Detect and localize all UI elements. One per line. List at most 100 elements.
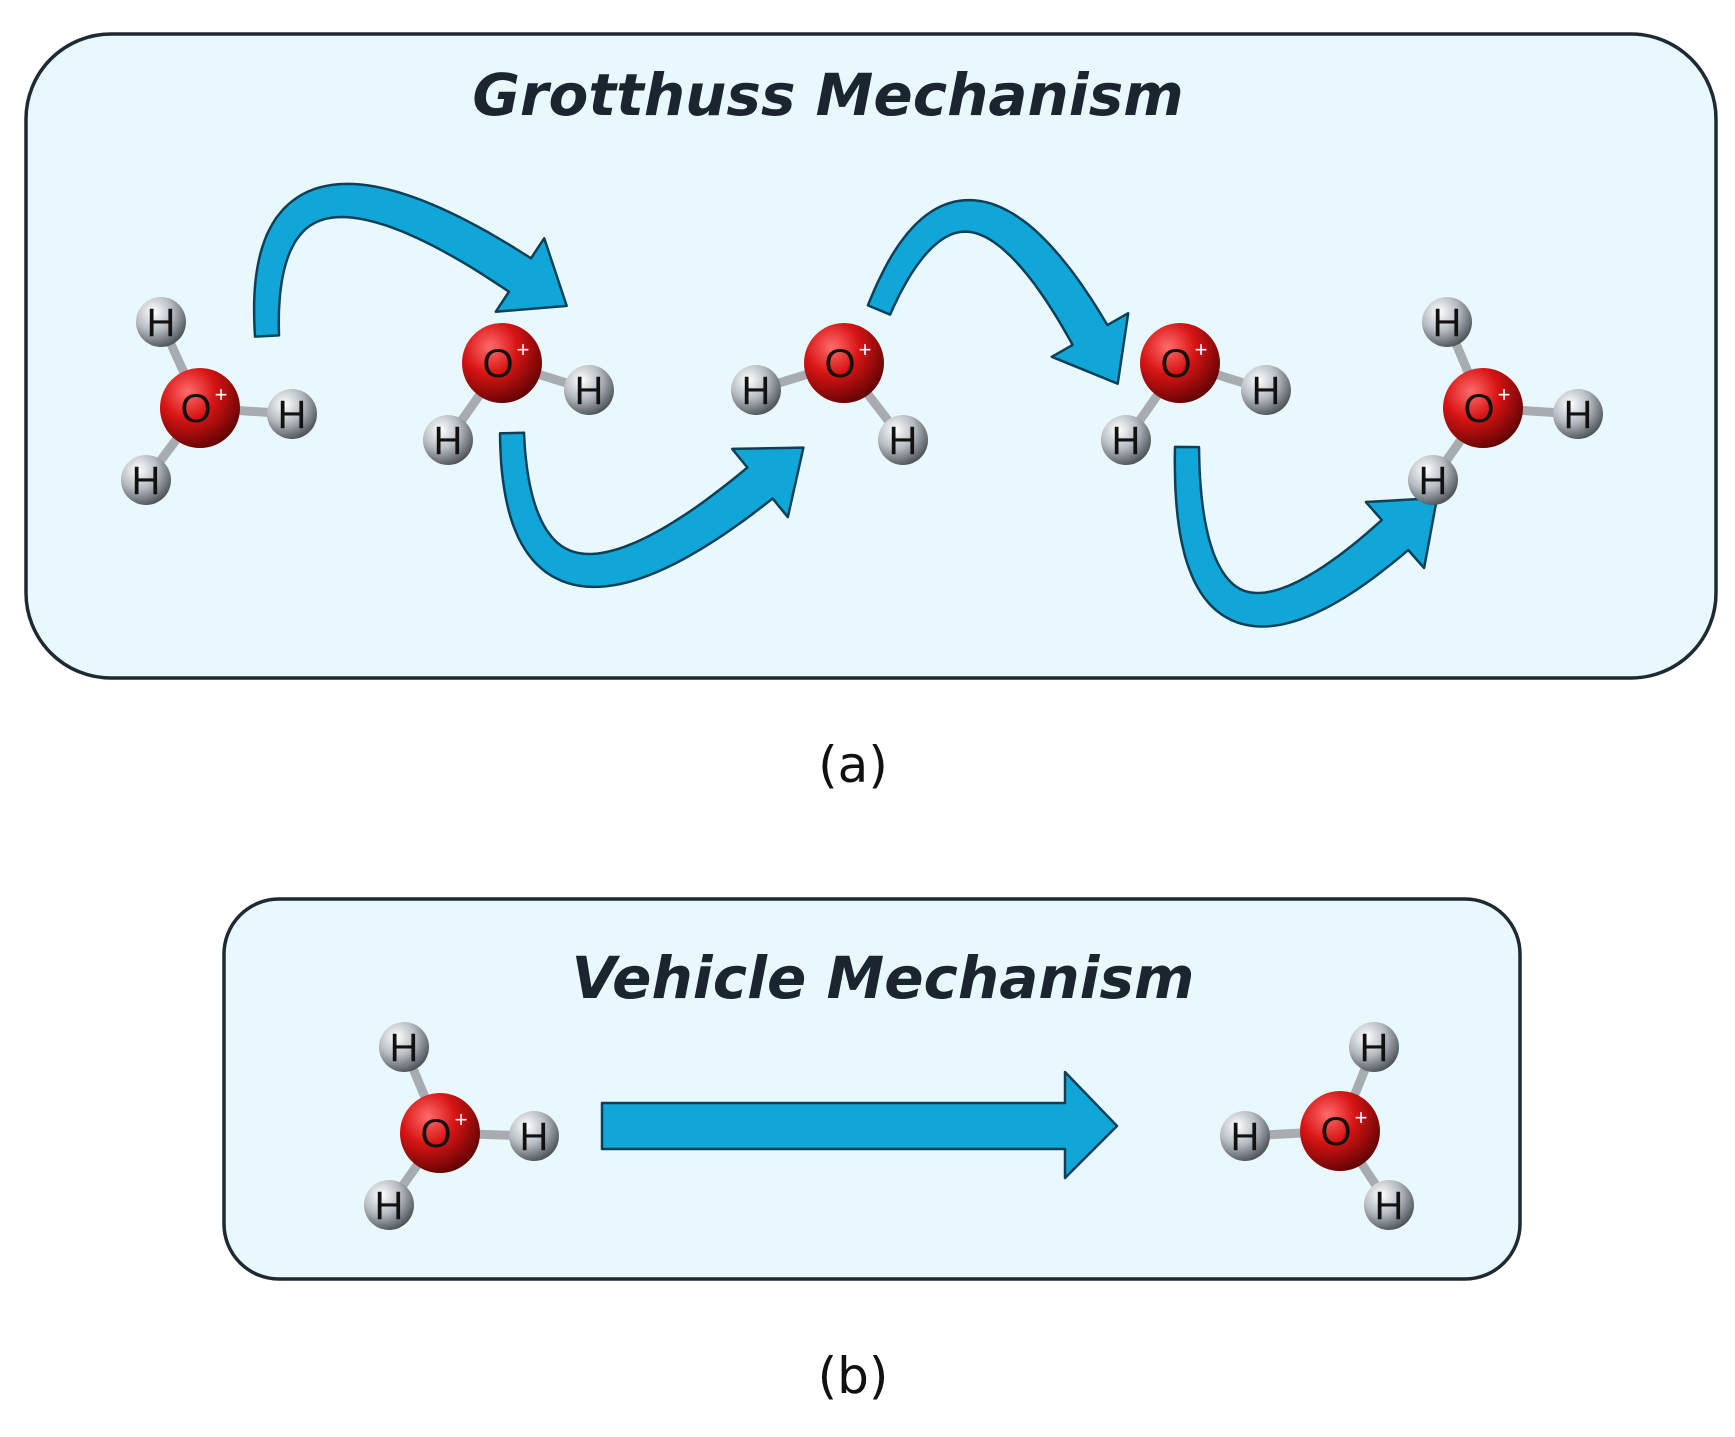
hydrogen-atom: H — [509, 1111, 559, 1161]
hop-arrow-3 — [866, 198, 1130, 385]
hydrogen-sphere — [423, 415, 473, 465]
oxygen-atom: O+ — [1300, 1091, 1380, 1171]
oxygen-label: O — [482, 342, 513, 386]
oxygen-sphere — [1300, 1091, 1380, 1171]
hydrogen-sphere — [1364, 1180, 1414, 1230]
oxygen-atom: O+ — [1140, 323, 1220, 403]
diffusion-arrow — [600, 1070, 1119, 1180]
hydrogen-label: H — [1252, 369, 1281, 413]
hydrogen-label: H — [1419, 459, 1448, 503]
hydrogen-atom: H — [1408, 455, 1458, 505]
hydrogen-atom: H — [1422, 297, 1472, 347]
oxygen-atom: O+ — [1443, 368, 1523, 448]
hydrogen-atom: H — [731, 365, 781, 415]
hydronium-3: HHO+ — [731, 323, 928, 465]
hydrogen-sphere — [1101, 415, 1151, 465]
oxygen-sphere — [804, 323, 884, 403]
hydrogen-atom: H — [1349, 1022, 1399, 1072]
hydrogen-atom: H — [1364, 1180, 1414, 1230]
hydrogen-label: H — [147, 301, 176, 345]
hydrogen-label: H — [1375, 1184, 1404, 1228]
hydrogen-label: H — [1360, 1026, 1389, 1070]
grotthuss-arrows — [252, 182, 1439, 628]
hydrogen-sphere — [136, 297, 186, 347]
oxygen-atom: O+ — [804, 323, 884, 403]
hydrogen-atom: H — [423, 415, 473, 465]
hydrogen-sphere — [267, 389, 317, 439]
hop-arrow-1 — [252, 182, 568, 338]
hydrogen-sphere — [731, 365, 781, 415]
vehicle-panel-frame — [222, 897, 1522, 1281]
hydrogen-label: H — [1231, 1115, 1260, 1159]
hydrogen-label: H — [132, 459, 161, 503]
oxygen-atom: O+ — [400, 1093, 480, 1173]
oxygen-label: O — [824, 342, 855, 386]
hydrogen-sphere — [564, 365, 614, 415]
oxygen-sphere — [400, 1093, 480, 1173]
charge-label: + — [455, 1107, 468, 1132]
hydrogen-sphere — [121, 455, 171, 505]
hydrogen-label: H — [1433, 301, 1462, 345]
hydronium-2: HHO+ — [423, 323, 614, 465]
hydrogen-label: H — [390, 1026, 419, 1070]
hydrogen-atom: H — [364, 1180, 414, 1230]
oxygen-sphere — [1140, 323, 1220, 403]
charge-label: + — [1498, 382, 1511, 407]
grotthuss-panel: Grotthuss Mechanism HHHO+HHO+HHO+HHO+HHH… — [24, 32, 1718, 680]
charge-label: + — [1195, 337, 1208, 362]
grotthuss-title: Grotthuss Mechanism — [472, 61, 1183, 129]
hydrogen-label: H — [1112, 419, 1141, 463]
hydrogen-sphere — [1241, 365, 1291, 415]
oxygen-label: O — [1160, 342, 1191, 386]
hydrogen-sphere — [1553, 389, 1603, 439]
charge-label: + — [215, 382, 228, 407]
hydrogen-label: H — [434, 419, 463, 463]
oxygen-sphere — [160, 368, 240, 448]
hop-arrow-4 — [1173, 445, 1439, 628]
hydronium-4: HHO+ — [1101, 323, 1291, 465]
hydrogen-atom: H — [121, 455, 171, 505]
hydrogen-sphere — [1408, 455, 1458, 505]
hydrogen-atom: H — [136, 297, 186, 347]
oxygen-sphere — [1443, 368, 1523, 448]
hydrogen-sphere — [878, 415, 928, 465]
hydrogen-label: H — [278, 393, 307, 437]
oxygen-label: O — [180, 387, 211, 431]
hydrogen-sphere — [379, 1022, 429, 1072]
hydrogen-atom: H — [564, 365, 614, 415]
hydrogen-label: H — [1564, 393, 1593, 437]
hydrogen-atom: H — [379, 1022, 429, 1072]
hydrogen-label: H — [742, 369, 771, 413]
oxygen-atom: O+ — [462, 323, 542, 403]
hydrogen-atom: H — [267, 389, 317, 439]
hydrogen-atom: H — [1553, 389, 1603, 439]
hydrogen-sphere — [1220, 1111, 1270, 1161]
charge-label: + — [1355, 1105, 1368, 1130]
oxygen-label: O — [1320, 1110, 1351, 1154]
hydrogen-label: H — [889, 419, 918, 463]
hydrogen-atom: H — [1241, 365, 1291, 415]
oxygen-atom: O+ — [160, 368, 240, 448]
hydrogen-sphere — [364, 1180, 414, 1230]
oxygen-label: O — [420, 1112, 451, 1156]
oxygen-sphere — [462, 323, 542, 403]
hydrogen-label: H — [375, 1184, 404, 1228]
hydrogen-label: H — [575, 369, 604, 413]
oxygen-label: O — [1463, 387, 1494, 431]
caption-a: (a) — [818, 736, 888, 794]
hydrogen-atom: H — [878, 415, 928, 465]
charge-label: + — [517, 337, 530, 362]
hydrogen-sphere — [509, 1111, 559, 1161]
hydrogen-label: H — [520, 1115, 549, 1159]
hydrogen-atom: H — [1220, 1111, 1270, 1161]
hop-arrow-2 — [498, 431, 805, 589]
charge-label: + — [859, 337, 872, 362]
vehicle-title: Vehicle Mechanism — [572, 944, 1195, 1012]
